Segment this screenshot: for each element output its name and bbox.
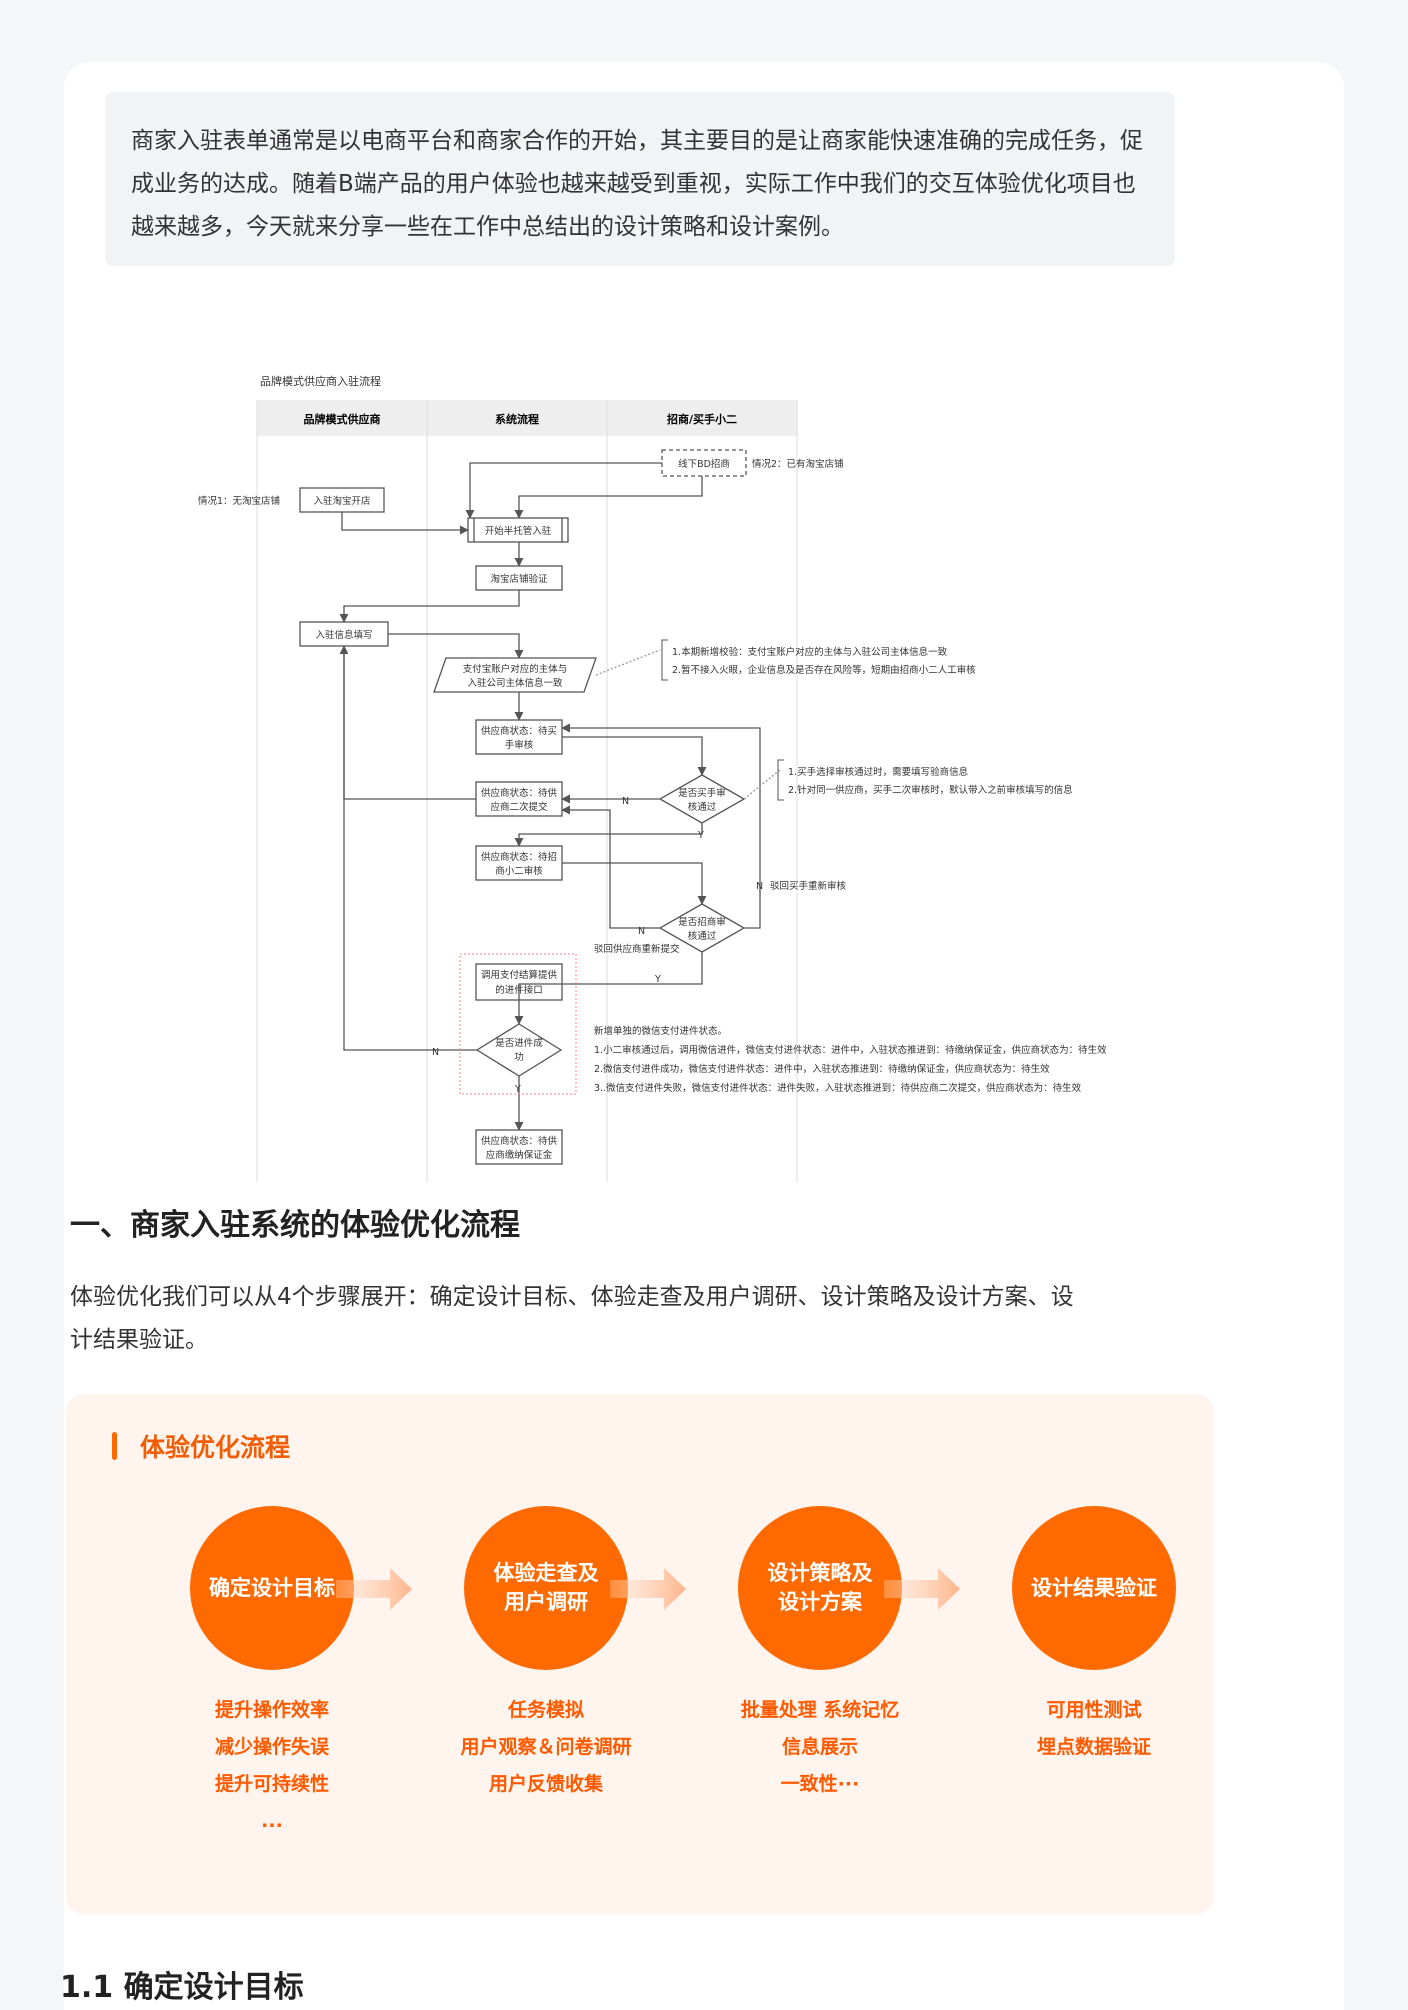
node-alipay-line2: 入驻公司主体信息一致 bbox=[467, 677, 563, 689]
step-4-circle: 设计结果验证 bbox=[1012, 1506, 1176, 1670]
step-1-item: 提升操作效率 bbox=[214, 1699, 329, 1721]
step-2-item: 用户反馈收集 bbox=[488, 1773, 603, 1795]
node-xiaoer-review-line2: 商小二审核 bbox=[495, 865, 543, 877]
decision2-line2: 核通过 bbox=[688, 930, 717, 942]
note2-line1: 1.买手选择审核通过时，需要填写验商信息 bbox=[788, 766, 968, 778]
label-y1: Y bbox=[697, 830, 704, 841]
note2-line2: 2.针对同一供应商，买手二次审核时，默认带入之前审核填写的信息 bbox=[788, 784, 1073, 796]
step-1: 确定设计目标 提升操作效率 减少操作失误 提升可持续性 ... bbox=[162, 1506, 382, 1840]
lane-xiaoer: 招商/买手小二 bbox=[667, 412, 737, 426]
intro-quote: 商家入驻表单通常是以电商平台和商家合作的开始，其主要目的是让商家能快速准确的完成… bbox=[105, 92, 1175, 266]
step-4-items: 可用性测试 埋点数据验证 bbox=[984, 1692, 1204, 1766]
step-2-items: 任务模拟 用户观察＆问卷调研 用户反馈收集 bbox=[436, 1692, 656, 1803]
label-n1: N bbox=[622, 796, 629, 807]
decision2-line1: 是否招商审 bbox=[678, 916, 726, 928]
node-resubmit-line2: 应商二次提交 bbox=[490, 801, 548, 813]
step-4-item: 埋点数据验证 bbox=[1036, 1736, 1151, 1758]
step-3-item: 批量处理 系统记忆 bbox=[740, 1699, 900, 1721]
node-start: 开始半托管入驻 bbox=[485, 525, 552, 537]
note1-line2: 2.暂不接入火眼，企业信息及是否存在风险等，短期由招商小二人工审核 bbox=[672, 664, 976, 676]
step-3-items: 批量处理 系统记忆 信息展示 一致性··· bbox=[710, 1692, 930, 1803]
node-pay-api-line2: 的进件接口 bbox=[495, 984, 543, 996]
step-1-item: 提升可持续性 bbox=[214, 1773, 329, 1795]
section-lead: 体验优化我们可以从4个步骤展开：确定设计目标、体验走查及用户调研、设计策略及设计… bbox=[70, 1284, 1074, 1353]
step-1-item: ... bbox=[261, 1810, 283, 1832]
step-1-circle: 确定设计目标 bbox=[190, 1506, 354, 1670]
label-case1: 情况1：无淘宝店铺 bbox=[198, 495, 280, 507]
step-4-item: 可用性测试 bbox=[1046, 1699, 1142, 1721]
node-open-shop: 入驻淘宝开店 bbox=[313, 495, 370, 507]
note3-line2: 2.微信支付进件成功，微信支付进件状态：进件中，入驻状态推进到：待缴纳保证金，供… bbox=[594, 1063, 1050, 1075]
step-4: 设计结果验证 可用性测试 埋点数据验证 bbox=[984, 1506, 1204, 1766]
node-buyer-review-line1: 供应商状态：待买 bbox=[481, 725, 557, 737]
arrow-right-icon bbox=[884, 1568, 960, 1610]
note3-line1: 1.小二审核通过后，调用微信进件，微信支付进件状态：进件中，入驻状态推进到：待缴… bbox=[594, 1044, 1107, 1056]
step-3-item: 信息展示 bbox=[781, 1736, 858, 1758]
node-buyer-review-line2: 手审核 bbox=[505, 739, 534, 751]
process-panel: 体验优化流程 确定设计目标 提升操作效率 减少操作失误 提升可持续性 ... 体… bbox=[66, 1394, 1214, 1914]
node-bd: 线下BD招商 bbox=[678, 458, 730, 470]
node-deposit-line2: 应商缴纳保证金 bbox=[486, 1149, 553, 1161]
step-2-item: 任务模拟 bbox=[507, 1699, 584, 1721]
section-heading: 一、商家入驻系统的体验优化流程 bbox=[70, 1208, 520, 1243]
node-pay-api-line1: 调用支付结算提供 bbox=[481, 969, 558, 981]
step-3: 设计策略及 设计方案 批量处理 系统记忆 信息展示 一致性··· bbox=[710, 1506, 930, 1803]
subsection-heading: 1.1 确定设计目标 bbox=[60, 1970, 304, 2005]
label-y2: Y bbox=[654, 974, 661, 985]
node-resubmit-line1: 供应商状态：待供 bbox=[481, 787, 558, 799]
panel-title: 体验优化流程 bbox=[112, 1428, 290, 1464]
node-fill: 入驻信息填写 bbox=[315, 629, 372, 641]
intro-text: 商家入驻表单通常是以电商平台和商家合作的开始，其主要目的是让商家能快速准确的完成… bbox=[131, 128, 1143, 240]
flowchart-image: 品牌模式供应商入驻流程 品牌模式供应商 系统流程 招商/买手小二 bbox=[90, 300, 1230, 1190]
decision3-line1: 是否进件成 bbox=[495, 1037, 543, 1049]
arrow-right-icon bbox=[610, 1568, 686, 1610]
node-alipay-line1: 支付宝账户对应的主体与 bbox=[463, 663, 568, 675]
note3-line0: 新增单独的微信支付进件状态。 bbox=[594, 1025, 727, 1037]
lane-supplier: 品牌模式供应商 bbox=[304, 412, 381, 426]
label-reject-supplier: 驳回供应商重新提交 bbox=[594, 943, 680, 955]
step-2: 体验走查及 用户调研 任务模拟 用户观察＆问卷调研 用户反馈收集 bbox=[436, 1506, 656, 1803]
step-2-item: 用户观察＆问卷调研 bbox=[460, 1736, 632, 1758]
lane-system: 系统流程 bbox=[495, 412, 539, 426]
note3-line3: 3..微信支付进件失败，微信支付进件状态：进件失败，入驻状态推进到：待供应商二次… bbox=[594, 1082, 1082, 1094]
decision1-line1: 是否买手审 bbox=[678, 787, 726, 799]
decision3-line2: 功 bbox=[514, 1052, 524, 1063]
node-verify: 淘宝店铺验证 bbox=[490, 573, 548, 585]
node-deposit-line1: 供应商状态：待供 bbox=[481, 1135, 558, 1147]
label-n3: N bbox=[638, 926, 645, 937]
decision1-line2: 核通过 bbox=[688, 801, 717, 813]
step-1-items: 提升操作效率 减少操作失误 提升可持续性 ... bbox=[162, 1692, 382, 1840]
step-3-item: 一致性··· bbox=[780, 1773, 860, 1795]
flowchart-title: 品牌模式供应商入驻流程 bbox=[260, 374, 381, 388]
step-2-circle: 体验走查及 用户调研 bbox=[464, 1506, 628, 1670]
step-1-item: 减少操作失误 bbox=[214, 1736, 329, 1758]
label-reject-buyer: 驳回买手重新审核 bbox=[770, 880, 847, 892]
step-3-circle: 设计策略及 设计方案 bbox=[738, 1506, 902, 1670]
label-y3: Y bbox=[514, 1084, 521, 1095]
node-xiaoer-review-line1: 供应商状态：待招 bbox=[481, 851, 557, 863]
accent-bar bbox=[112, 1432, 117, 1460]
arrow-right-icon bbox=[336, 1568, 412, 1610]
label-n2: N bbox=[756, 881, 763, 892]
panel-title-text: 体验优化流程 bbox=[140, 1433, 291, 1462]
label-n4: N bbox=[432, 1047, 439, 1058]
lane-header bbox=[257, 400, 797, 436]
label-case2: 情况2：已有淘宝店铺 bbox=[752, 458, 844, 470]
note1-line1: 1.本期新增校验：支付宝账户对应的主体与入驻公司主体信息一致 bbox=[672, 646, 948, 658]
